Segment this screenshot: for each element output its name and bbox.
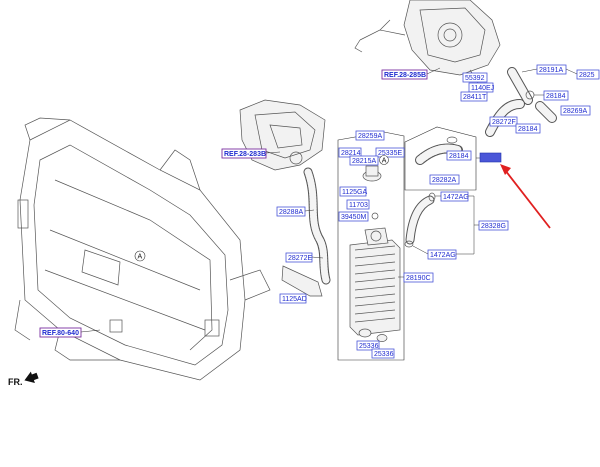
highlighted-part-label[interactable]: [479, 152, 502, 163]
label-28184-top[interactable]: 28184: [543, 90, 569, 101]
label-28272e[interactable]: 28272E: [285, 252, 312, 263]
hose-28328g: [404, 192, 436, 248]
ref-80-640[interactable]: REF.80-640: [39, 327, 82, 338]
front-direction-indicator: FR.: [8, 371, 39, 387]
svg-text:25336: 25336: [374, 351, 394, 358]
svg-text:11703: 11703: [349, 202, 368, 209]
intercooler: [349, 227, 401, 336]
elbow-pipe-28191a: [507, 67, 533, 105]
label-28184-hose[interactable]: 28184: [446, 150, 472, 161]
circle-a-label: A: [138, 254, 143, 261]
label-28190c[interactable]: 28190C: [403, 272, 434, 283]
callout-circle-a-frame: A: [134, 250, 146, 262]
label-28328g[interactable]: 28328G: [478, 220, 509, 231]
label-28191a[interactable]: 28191A: [536, 64, 567, 75]
label-28184-mid[interactable]: 28184: [515, 123, 541, 134]
svg-text:28411T: 28411T: [463, 94, 487, 101]
label-1125ad[interactable]: 1125AD: [279, 293, 307, 304]
svg-text:28272E: 28272E: [288, 255, 312, 262]
label-28282a[interactable]: 28282A: [429, 174, 460, 185]
ref-28-285b[interactable]: REF.28-285B: [381, 69, 428, 80]
svg-text:25335E: 25335E: [378, 150, 402, 157]
label-2825[interactable]: 2825: [576, 69, 600, 80]
svg-text:55392: 55392: [465, 75, 485, 82]
svg-text:28272F: 28272F: [492, 119, 516, 126]
svg-text:A: A: [382, 157, 387, 164]
turbocharger-right: [354, 0, 501, 91]
label-39450m[interactable]: 39450M: [338, 211, 369, 222]
label-28272f[interactable]: 28272F: [489, 116, 518, 127]
svg-text:REF.28-285B: REF.28-285B: [384, 72, 426, 79]
svg-text:28328G: 28328G: [481, 223, 506, 230]
label-28411t[interactable]: 28411T: [460, 91, 488, 102]
label-25335e[interactable]: 25335E: [375, 147, 405, 158]
label-28259a[interactable]: 28259A: [355, 130, 385, 141]
label-1125ga[interactable]: 1125GA: [339, 186, 367, 197]
svg-text:28269A: 28269A: [563, 108, 587, 115]
svg-text:25336: 25336: [359, 343, 379, 350]
svg-text:28259A: 28259A: [358, 133, 382, 140]
hose-28269a: [535, 101, 557, 123]
pipe-28272f: [485, 99, 525, 137]
svg-text:28214: 28214: [341, 150, 361, 157]
label-1472ag-bot[interactable]: 1472AG: [427, 249, 457, 260]
label-11703[interactable]: 11703: [346, 199, 370, 210]
radiator-support-frame: [14, 117, 271, 381]
svg-text:39450M: 39450M: [341, 214, 366, 221]
svg-text:28184: 28184: [546, 93, 566, 100]
mount-bushings: [358, 328, 388, 342]
hose-28288a: [303, 167, 331, 285]
label-25336-b[interactable]: 25336: [371, 348, 395, 359]
label-28269a[interactable]: 28269A: [560, 105, 591, 116]
label-28288a[interactable]: 28288A: [276, 206, 306, 217]
turbocharger-left: [239, 99, 326, 171]
label-55392[interactable]: 55392: [462, 72, 488, 83]
label-25336-a[interactable]: 25336: [356, 340, 380, 351]
bracket-lower-left: [281, 265, 323, 297]
svg-text:REF.28-283B: REF.28-283B: [224, 151, 266, 158]
svg-text:FR.: FR.: [8, 377, 23, 387]
ref-28-283b[interactable]: REF.28-283B: [221, 148, 267, 159]
svg-text:28184: 28184: [449, 153, 469, 160]
svg-text:1125AD: 1125AD: [282, 296, 307, 303]
callout-circle-a-panel: A: [379, 155, 389, 165]
sensor-part: [362, 165, 382, 182]
svg-text:1472AG: 1472AG: [443, 194, 469, 201]
svg-text:1472AG: 1472AG: [430, 252, 456, 259]
svg-text:28191A: 28191A: [539, 67, 563, 74]
svg-text:28215A: 28215A: [352, 158, 376, 165]
svg-text:28184: 28184: [518, 126, 538, 133]
svg-text:2825: 2825: [579, 72, 595, 79]
svg-text:28190C: 28190C: [406, 275, 431, 282]
svg-text:REF.80-640: REF.80-640: [42, 330, 79, 337]
svg-text:1125GA: 1125GA: [342, 189, 367, 196]
svg-text:1140EJ: 1140EJ: [471, 85, 494, 92]
label-1472ag-top[interactable]: 1472AG: [440, 191, 469, 202]
label-28215a[interactable]: 28215A: [349, 155, 379, 166]
label-1140ej[interactable]: 1140EJ: [468, 82, 494, 93]
hose-detail-panel: [404, 126, 477, 191]
svg-text:28288A: 28288A: [279, 209, 303, 216]
svg-text:28282A: 28282A: [432, 177, 456, 184]
red-pointer-arrow: [500, 164, 551, 229]
